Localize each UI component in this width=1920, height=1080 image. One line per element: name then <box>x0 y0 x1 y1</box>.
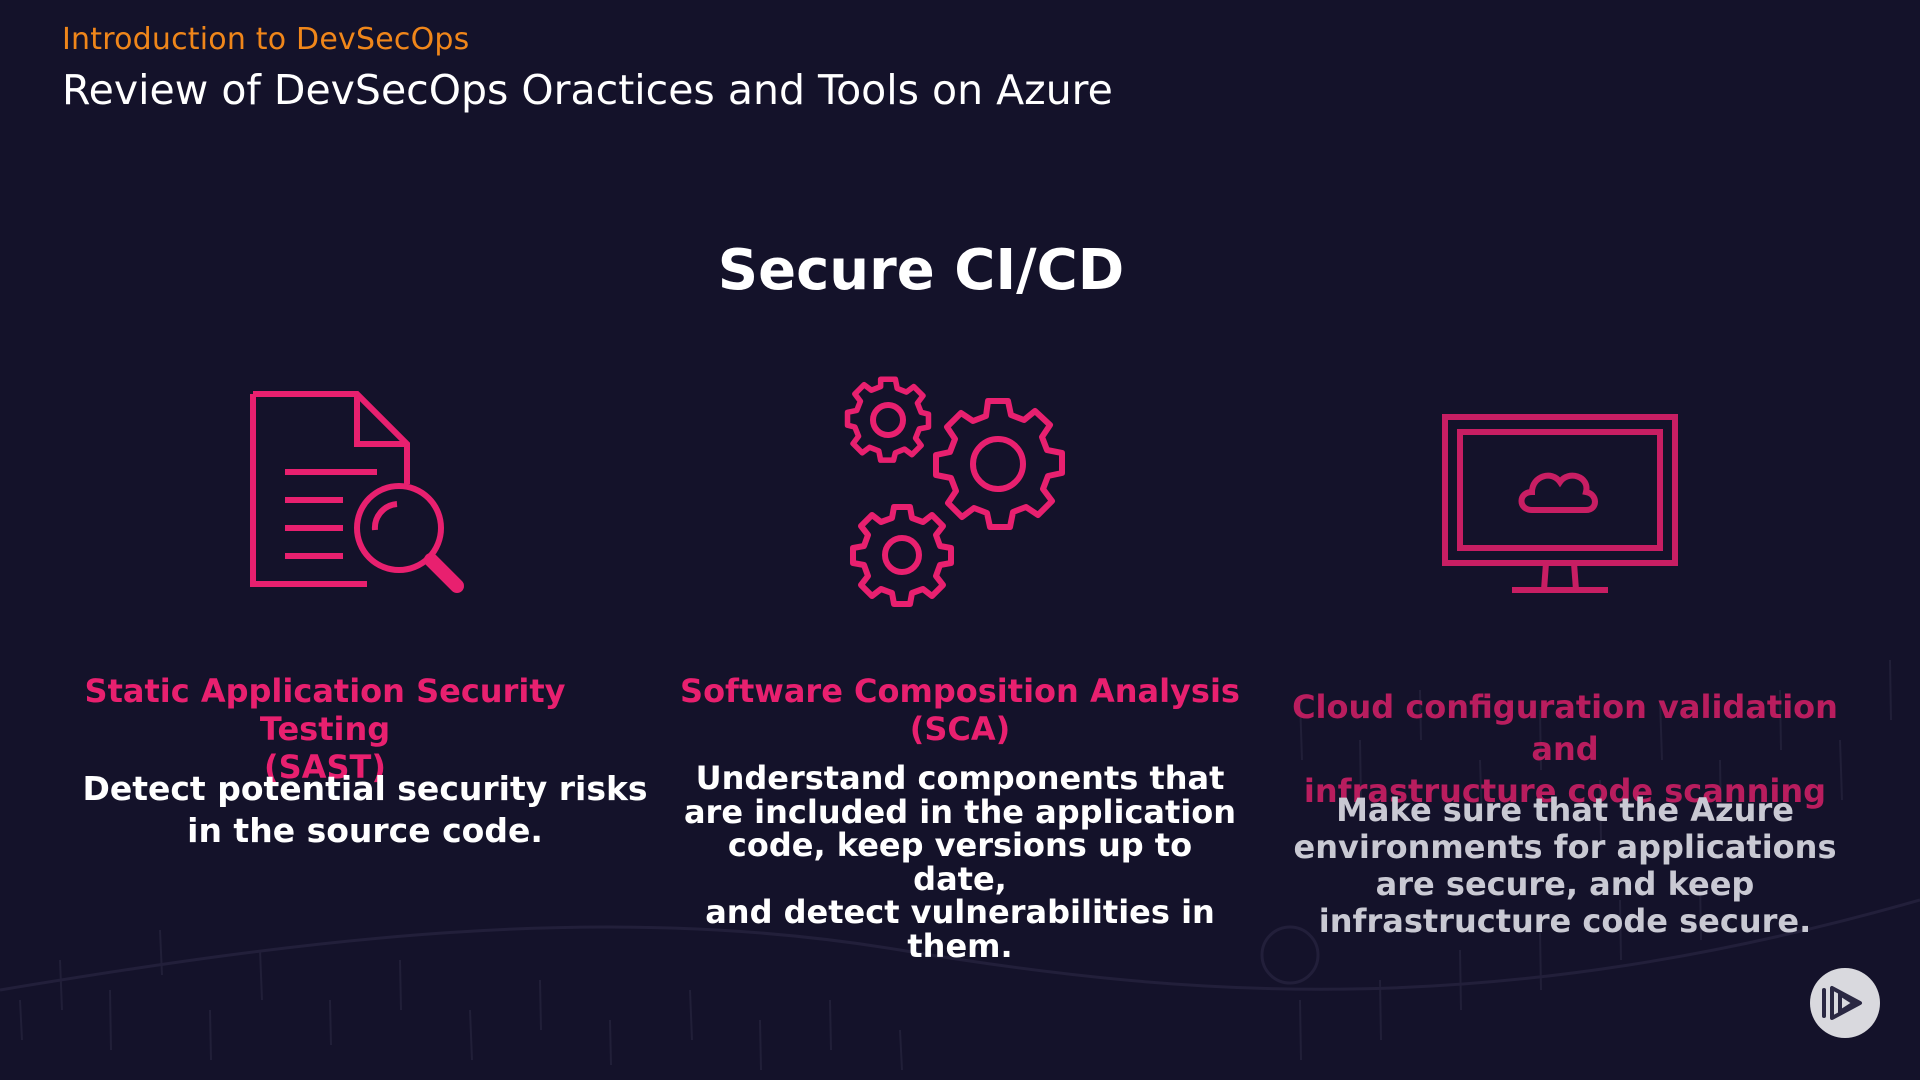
module-title: Review of DevSecOps Oractices and Tools … <box>62 66 1113 114</box>
sast-title-line2: (SAST) <box>264 748 386 786</box>
sca-title: Software Composition Analysis (SCA) <box>680 672 1240 748</box>
sca-description-line: and detect vulnerabilities in <box>705 893 1215 931</box>
cloud-config-title-line1: Cloud configuration validation and <box>1292 688 1838 768</box>
monitor-cloud-icon <box>1442 414 1678 593</box>
slide-heading: Secure CI/CD <box>717 238 1125 303</box>
cloud-config-description-line: are secure, and keep <box>1375 865 1755 903</box>
sast-title-line1: Static Application Security Testing <box>84 672 566 748</box>
sast-description-line: Detect potential security risks <box>82 769 648 808</box>
sca-description-line: code, keep versions up to date, <box>727 826 1193 898</box>
player-logo-button[interactable] <box>1810 968 1880 1038</box>
sca-description: Understand components that are included … <box>680 759 1240 965</box>
cloud-config-description: Make sure that the Azure environments fo… <box>1270 792 1860 940</box>
cloud-config-description-line: Make sure that the Azure <box>1336 791 1794 829</box>
sca-title-line2: (SCA) <box>909 710 1011 748</box>
sast-description-line: in the source code. <box>187 811 543 850</box>
sca-description-line: Understand components that <box>695 759 1225 797</box>
play-logo-icon <box>1822 986 1862 1020</box>
cloud-config-title-line2: infrastructure code scanning <box>1303 772 1827 810</box>
sast-description: Detect potential security risks in the s… <box>80 768 650 852</box>
cloud-config-description-line: infrastructure code secure. <box>1318 902 1812 940</box>
course-title: Introduction to DevSecOps <box>62 22 470 57</box>
cloud-config-title: Cloud configuration validation and infra… <box>1270 686 1860 812</box>
document-magnifier-icon <box>250 391 464 593</box>
sca-description-line: are included in the application <box>683 792 1237 831</box>
sast-title: Static Application Security Testing (SAS… <box>30 672 620 786</box>
sca-description-line: them. <box>907 926 1013 965</box>
sca-title-line1: Software Composition Analysis <box>680 672 1240 710</box>
cloud-config-description-line: environments for applications <box>1293 828 1837 866</box>
gears-icon <box>844 376 1065 607</box>
